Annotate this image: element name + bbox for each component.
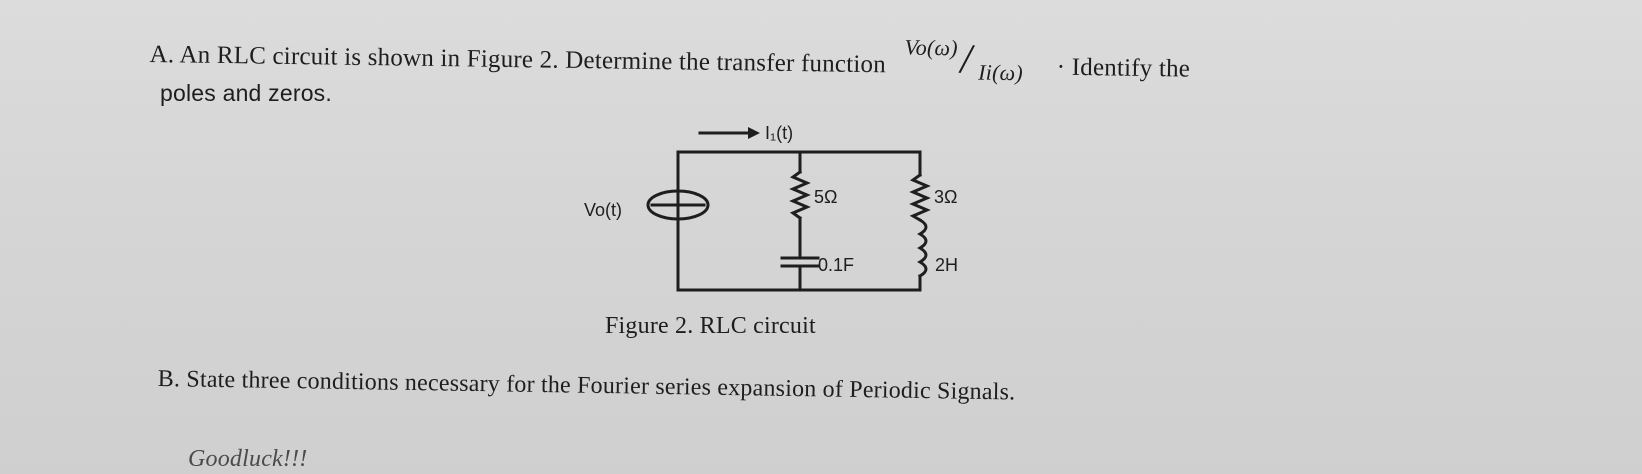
capacitor-label: 0.1F bbox=[818, 255, 854, 275]
voltage-source-body bbox=[646, 189, 710, 221]
inductor-label: 2H bbox=[935, 255, 958, 275]
current-label: I₁(t) bbox=[765, 123, 793, 143]
resistor-5ohm bbox=[789, 169, 811, 221]
figure-caption: Figure 2. RLC circuit bbox=[605, 313, 816, 339]
inductor-2h bbox=[917, 217, 928, 279]
resistor-3ohm-label: 3Ω bbox=[934, 187, 957, 207]
source-label: Vo(t) bbox=[584, 200, 622, 220]
footer-goodluck: Goodluck!!! bbox=[188, 446, 308, 472]
question-a-line-2: poles and zeros. bbox=[160, 80, 332, 106]
resistor-5ohm-label: 5Ω bbox=[814, 187, 837, 207]
current-arrow-head bbox=[748, 127, 760, 139]
resistor-3ohm bbox=[909, 172, 931, 223]
